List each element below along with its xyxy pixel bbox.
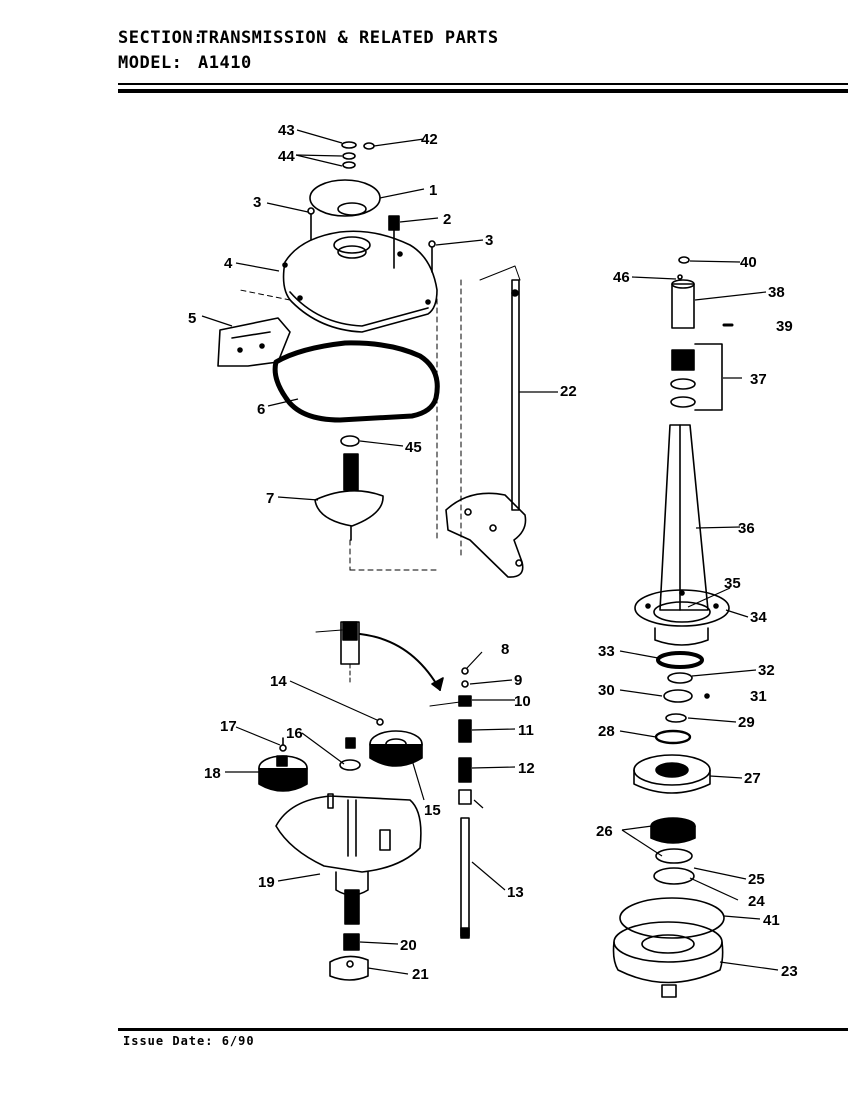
drawing-shaft-plate-7: [314, 453, 384, 541]
drawing-pinion-upper: [315, 621, 444, 691]
callout-36: 36: [738, 520, 755, 537]
callout-42: 42: [421, 131, 438, 148]
callout-11: 11: [518, 722, 534, 739]
drawing-pin-40: [678, 256, 690, 264]
callout-4: 4: [224, 255, 233, 272]
section-key: SECTION:: [118, 28, 204, 48]
leader-lines: [201, 129, 779, 975]
callout-33: 33: [598, 643, 615, 660]
callout-3-left: 3: [253, 194, 261, 211]
callout-15: 15: [424, 802, 441, 819]
callout-6: 6: [257, 401, 265, 418]
drawing-pin-14: [345, 718, 384, 749]
drawing-bushing-38: [671, 274, 695, 329]
drawing-ring-28: [654, 729, 692, 745]
drawing-plate-1: [309, 179, 381, 217]
callout-27: 27: [744, 770, 761, 787]
callout-12: 12: [518, 760, 535, 777]
drawing-rings-33: [656, 651, 704, 669]
drawing-pin-17: [279, 737, 287, 752]
drawing-dashed-guides-upper: [239, 279, 462, 571]
callout-22: 22: [560, 383, 577, 400]
callout-9: 9: [514, 672, 522, 689]
drawing-gasket-6: [272, 340, 440, 423]
callout-7: 7: [266, 490, 274, 507]
callout-5: 5: [188, 310, 196, 327]
callout-37: 37: [750, 371, 767, 388]
drawing-lever-22: [445, 265, 527, 578]
drawing-cover-4: [282, 230, 438, 333]
callout-3-right: 3: [485, 232, 493, 249]
callout-2: 2: [443, 211, 451, 228]
section-heading: SECTION:TRANSMISSION & RELATED PARTS: [118, 28, 499, 48]
callout-1: 1: [429, 182, 437, 199]
callout-30: 30: [598, 682, 615, 699]
drawing-gear-18: [258, 755, 308, 792]
drawing-base-23: [612, 921, 724, 998]
drawing-flange-34: [634, 589, 730, 646]
callout-44: 44: [278, 148, 295, 165]
drawing-gear-15: [369, 730, 423, 767]
callout-24: 24: [748, 893, 765, 910]
callout-18: 18: [204, 765, 221, 782]
header-rule-thin: [118, 83, 848, 85]
callout-28: 28: [598, 723, 615, 740]
section-value: TRANSMISSION & RELATED PARTS: [198, 28, 499, 48]
drawing-shaft-13: [429, 667, 472, 939]
drawing-hub-27: [633, 754, 711, 794]
drawing-seal-20: [343, 933, 360, 951]
callout-29: 29: [738, 714, 755, 731]
drawing-oring-45: [340, 435, 360, 447]
callout-23: 23: [781, 963, 798, 980]
drawing-bearing-26-25: [650, 817, 696, 885]
model-value: A1410: [198, 53, 252, 73]
callout-31: 31: [750, 688, 767, 705]
callout-21: 21: [412, 966, 429, 983]
drawing-clip-32-30-29: [663, 672, 710, 723]
callout-20: 20: [400, 937, 417, 954]
drawing-oring-41: [619, 897, 725, 939]
callout-19: 19: [258, 874, 275, 891]
callout-46: 46: [613, 269, 630, 286]
drawing-washer-16: [339, 759, 361, 771]
callout-34: 34: [750, 609, 767, 626]
header-rule-thick: [118, 89, 848, 93]
callout-38: 38: [768, 284, 785, 301]
callout-16: 16: [286, 725, 303, 742]
issue-date: Issue Date: 6/90: [123, 1034, 255, 1048]
callout-41: 41: [763, 912, 780, 929]
callout-43: 43: [278, 122, 295, 139]
callout-14: 14: [270, 673, 287, 690]
callout-45: 45: [405, 439, 422, 456]
callout-8: 8: [501, 641, 509, 658]
drawing-block-21: [329, 955, 369, 981]
callout-32: 32: [758, 662, 775, 679]
callout-26: 26: [596, 823, 613, 840]
callout-10: 10: [514, 693, 531, 710]
model-heading: MODEL: A1410: [118, 53, 252, 73]
footer-rule: [118, 1028, 848, 1031]
callout-35: 35: [724, 575, 741, 592]
drawing-spring-37: [670, 343, 723, 411]
callout-17: 17: [220, 718, 237, 735]
callout-39: 39: [776, 318, 793, 335]
drawing-screws-3: [307, 207, 436, 273]
callout-labels: 1 2 3 3 4 5 6 7 8 9 10 11 12 13 14 15 16…: [188, 122, 798, 983]
drawing-tube-36: [659, 424, 709, 611]
callout-40: 40: [740, 254, 757, 271]
model-key: MODEL:: [118, 53, 183, 73]
drawing-plug-2: [388, 215, 400, 269]
callout-13: 13: [507, 884, 524, 901]
drawing-housing-19: [275, 793, 422, 925]
callout-25: 25: [748, 871, 765, 888]
drawing-washers-43-44: [341, 141, 375, 169]
